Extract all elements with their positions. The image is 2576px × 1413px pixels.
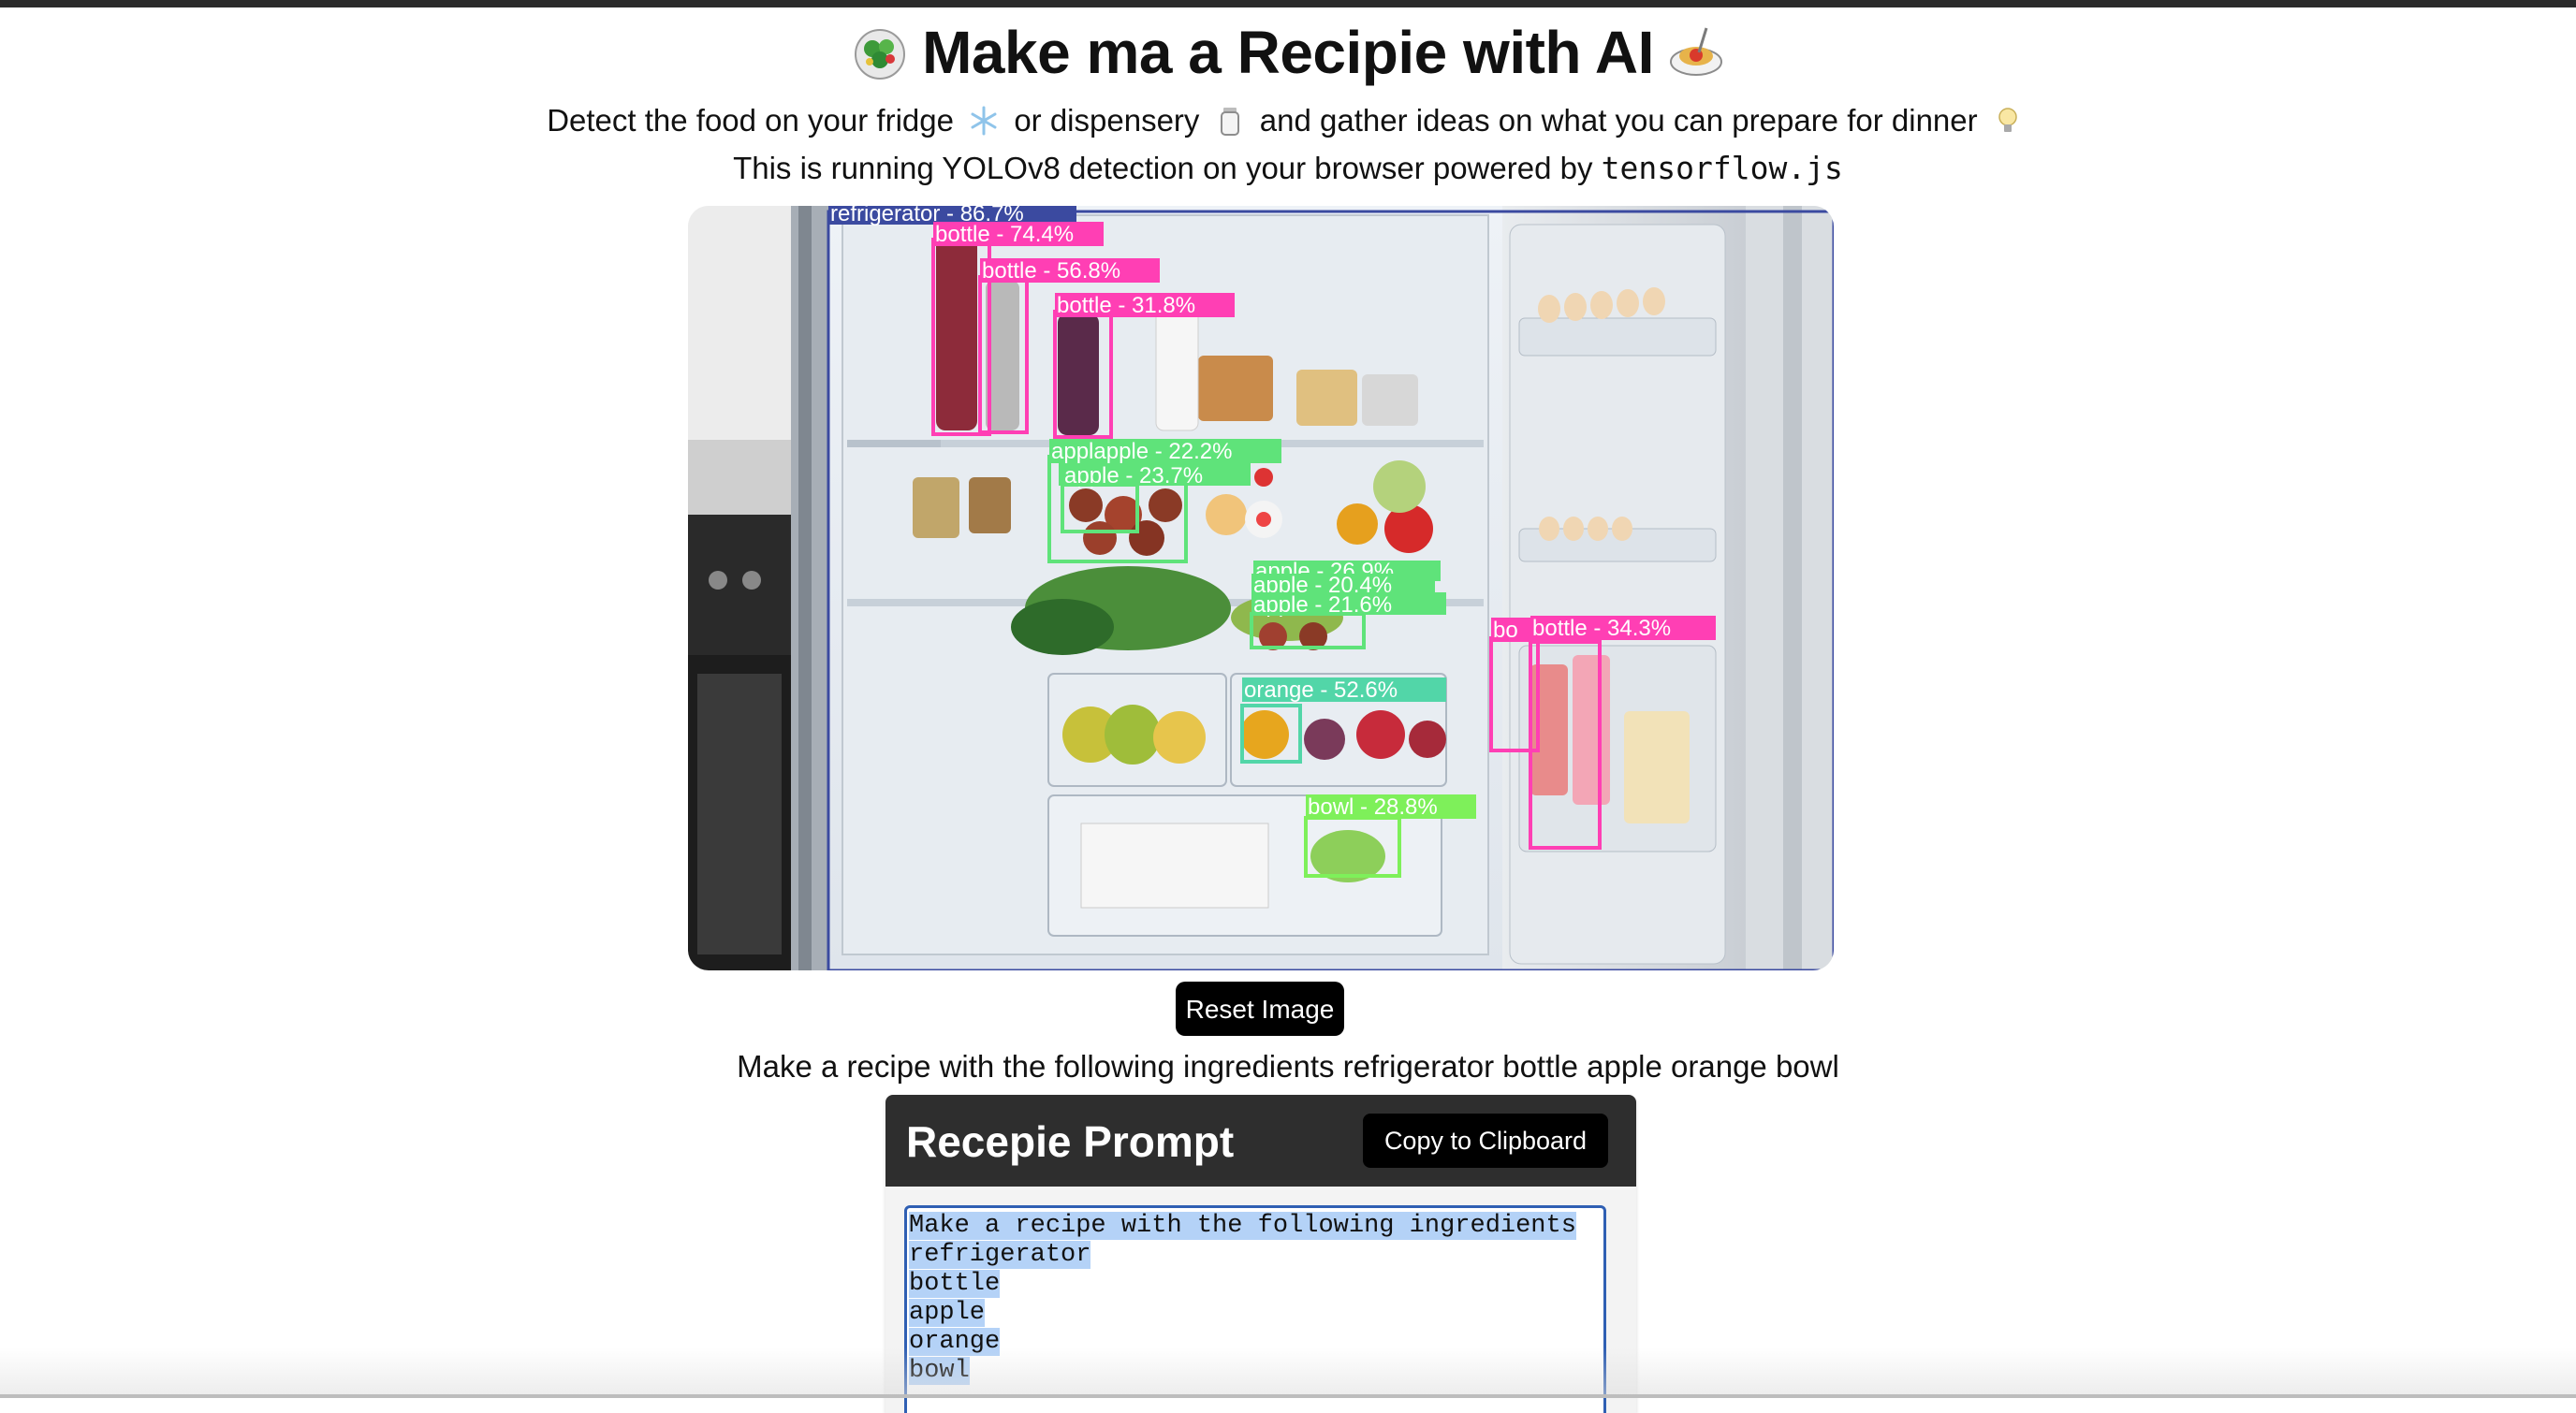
det-box-apple-2 — [1061, 483, 1139, 533]
window-bottom-shadow — [0, 1347, 2576, 1398]
prompt-line: apple — [909, 1299, 986, 1327]
reset-image-button[interactable]: Reset Image — [1176, 982, 1344, 1036]
det-label-apple-1: applapple - 22.2% — [1051, 439, 1232, 464]
det-label-bottle-3: bottle - 31.8% — [1057, 293, 1195, 318]
det-label-bowl: bowl - 28.8% — [1308, 794, 1438, 820]
card-title: Recepie Prompt — [906, 1117, 1235, 1166]
det-label-bottle-1: bottle - 74.4% — [935, 222, 1074, 247]
salad-icon — [855, 29, 906, 80]
detection-image: refrigerator - 86.7% bottle - 74.4% bott… — [688, 206, 1834, 970]
ingredients-text: Make a recipe with the following ingredi… — [737, 1049, 1839, 1084]
subtitle-runtime-text: This is running YOLOv8 detection on your… — [733, 151, 1593, 185]
det-box-refrigerator — [827, 210, 1834, 970]
prompt-line: bottle — [909, 1270, 1001, 1298]
subtitle-part-3: and gather ideas on what you can prepare… — [1259, 103, 1978, 138]
browser-top-bar — [0, 0, 2576, 7]
snowflake-icon — [971, 106, 997, 136]
det-label-bottle-2: bottle - 56.8% — [982, 258, 1120, 284]
det-label-bottle-5: bottle - 34.3% — [1532, 616, 1671, 641]
det-box-orange — [1240, 704, 1302, 764]
det-label-orange: orange - 52.6% — [1244, 677, 1398, 703]
tfjs-code: tensorflow.js — [1601, 150, 1843, 186]
copy-to-clipboard-button[interactable]: Copy to Clipboard — [1363, 1114, 1608, 1168]
subtitle-line-2: This is running YOLOv8 detection on your… — [0, 147, 2576, 190]
title-text: Make ma a Recipie with AI — [922, 19, 1654, 86]
det-box-bottle-5 — [1529, 640, 1602, 850]
det-box-apple-3 — [1250, 612, 1366, 649]
subtitle-part-1: Detect the food on your fridge — [547, 103, 954, 138]
window-bottom-edge — [0, 1394, 2576, 1398]
detection-overlays: refrigerator - 86.7% bottle - 74.4% bott… — [827, 206, 1834, 970]
prompt-line: Make a recipe with the following ingredi… — [909, 1212, 1576, 1240]
det-label-bottle-4: bo — [1493, 618, 1518, 643]
spaghetti-icon — [1669, 27, 1722, 76]
prompt-line: refrigerator — [909, 1241, 1091, 1269]
lightbulb-icon — [1998, 108, 2017, 132]
det-label-refrigerator: refrigerator - 86.7% — [830, 206, 1024, 226]
fridge-photo: refrigerator - 86.7% bottle - 74.4% bott… — [688, 206, 1834, 970]
subtitle-line-1: Detect the food on your fridge or dispen… — [0, 99, 2576, 142]
card-header: Recepie Prompt Copy to Clipboard — [886, 1095, 1636, 1187]
subtitle-part-2: or dispensery — [1014, 103, 1200, 138]
jar-icon — [1220, 108, 1239, 136]
page-title: Make ma a Recipie with AI — [0, 13, 2576, 92]
